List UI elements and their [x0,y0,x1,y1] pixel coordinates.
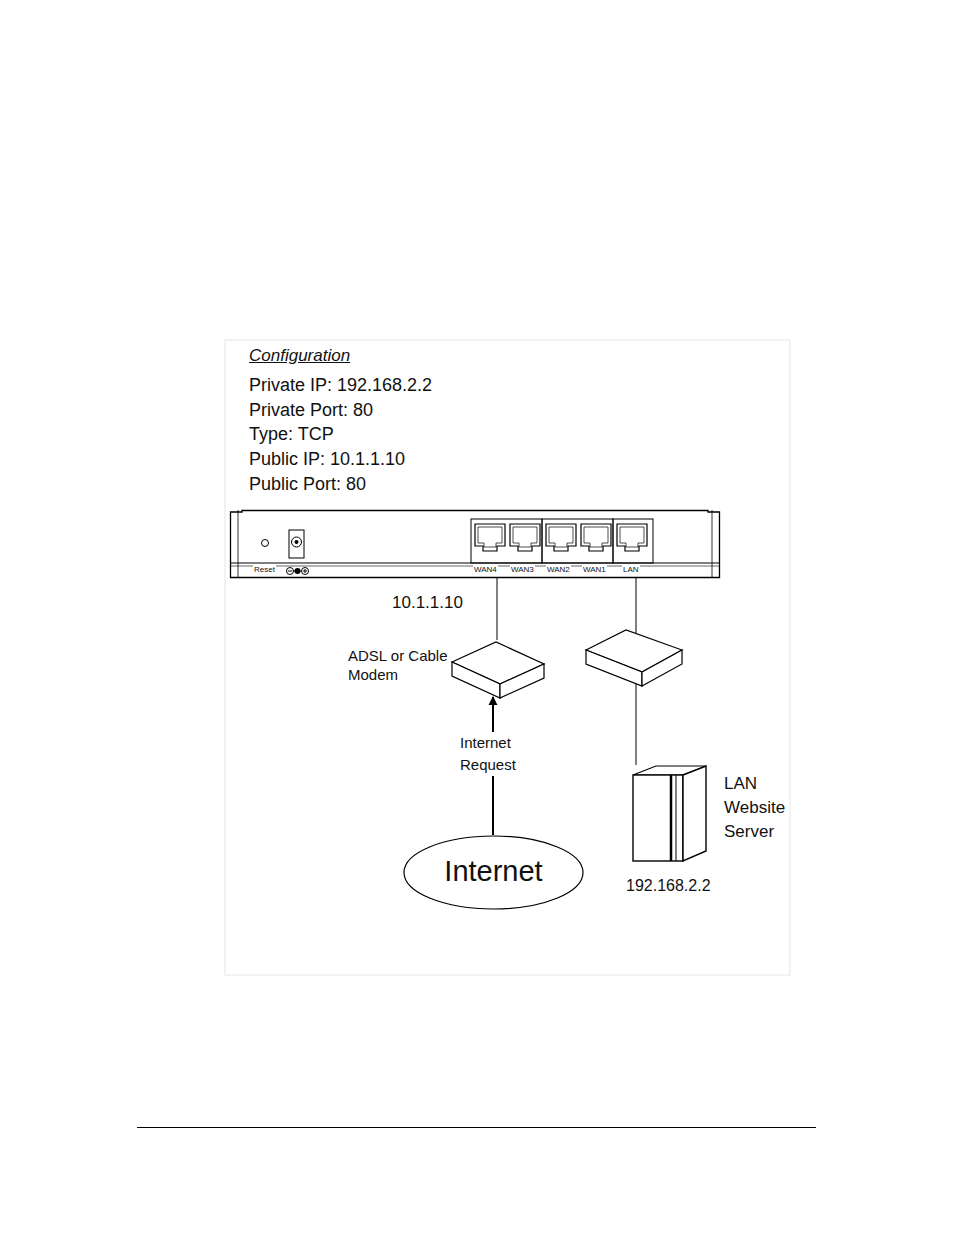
wan-ip-label: 10.1.1.10 [390,592,465,614]
server-tower-drawing [630,765,710,865]
modem-label: ADSL or Cable Modem [348,646,448,684]
port-label: WAN4 [473,565,498,575]
port-label: WAN1 [582,565,607,575]
config-line: Public IP: 10.1.1.10 [249,449,405,470]
modem-box: ADSL or Cable Modem [346,640,544,700]
port-label: Reset [253,565,276,575]
internet-cloud: Internet [403,835,584,910]
config-line: Private Port: 80 [249,400,373,421]
modem-drawing [450,640,550,702]
config-heading: Configuration [249,346,350,366]
cable-line [497,578,498,640]
config-line: Type: TCP [249,424,334,445]
port-label: WAN3 [510,565,535,575]
server-label: LAN Website Server [724,772,796,844]
port-label: LAN [622,565,640,575]
request-label: Internet Request [458,732,534,776]
router-rear-panel: Reset WAN4 WAN3 WAN2 WAN1 LAN [230,510,720,578]
port-label: WAN2 [546,565,571,575]
config-line: Public Port: 80 [249,474,366,495]
ip-address: 192.168.2.2 [626,874,711,898]
config-line: Private IP: 192.168.2.2 [249,375,432,396]
web-server: LAN Website Server 192.168.2.2 [624,765,799,900]
internet-label: Internet [403,853,584,889]
